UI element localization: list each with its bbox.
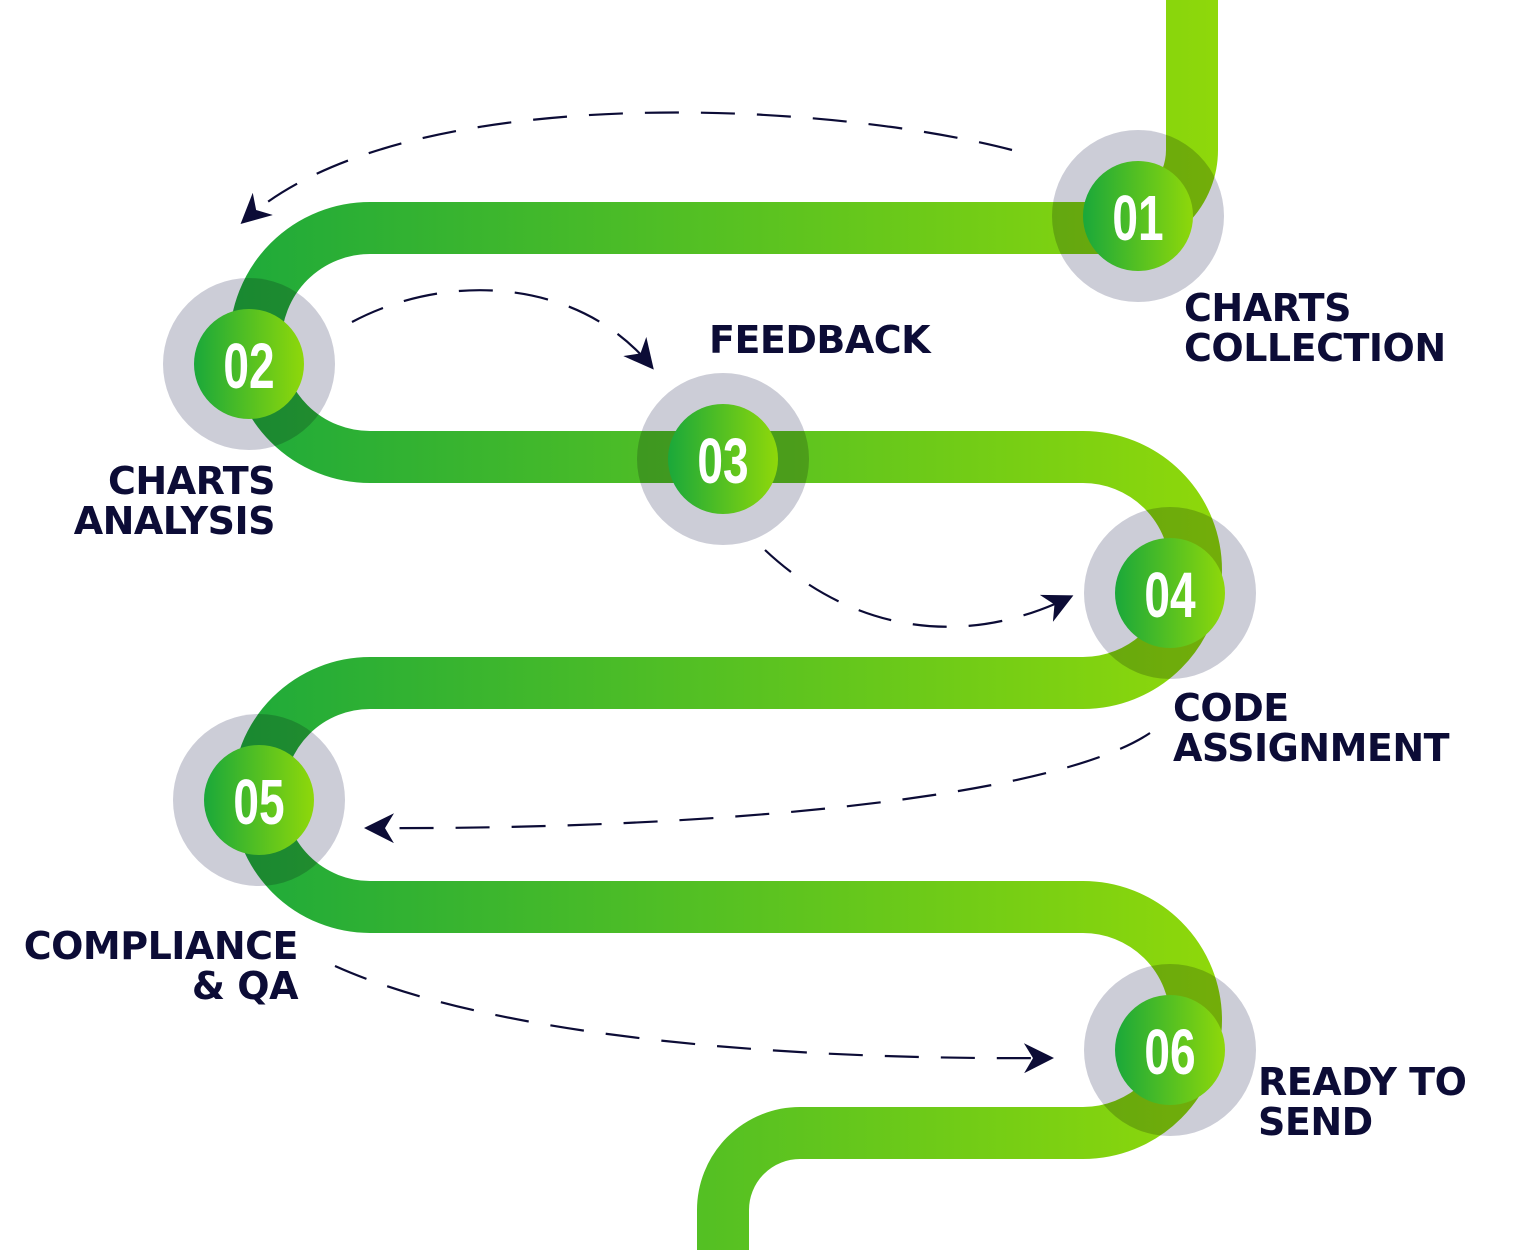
label-line: FEEDBACK xyxy=(709,318,931,362)
svg-text:05: 05 xyxy=(233,767,284,838)
label-line: & QA xyxy=(191,964,299,1008)
label-line: CODE xyxy=(1173,686,1289,730)
label-line: CHARTS xyxy=(108,459,275,503)
arrow-01-02 xyxy=(240,111,1013,225)
label-line: COLLECTION xyxy=(1184,326,1446,370)
svg-text:02: 02 xyxy=(223,331,274,402)
arrow-05-06 xyxy=(334,964,1054,1074)
svg-text:04: 04 xyxy=(1144,560,1195,631)
label-line: CHARTS xyxy=(1184,286,1351,330)
label-line: READY TO xyxy=(1258,1060,1467,1104)
label-line: ASSIGNMENT xyxy=(1173,726,1450,770)
arrow-03-04 xyxy=(764,549,1074,628)
step-circle-03: 03 xyxy=(637,373,809,545)
step-label-05: COMPLIANCE& QA xyxy=(23,924,299,1008)
label-line: ANALYSIS xyxy=(73,499,276,543)
arrow-02-03 xyxy=(351,289,654,370)
winding-path xyxy=(229,0,1222,1250)
arrow-04-05 xyxy=(364,732,1151,844)
step-circle-05: 05 xyxy=(173,714,345,886)
label-line: SEND xyxy=(1258,1100,1373,1144)
label-line: COMPLIANCE xyxy=(23,924,299,968)
svg-text:03: 03 xyxy=(697,426,748,497)
step-circle-01: 01 xyxy=(1052,130,1224,302)
step-circle-04: 04 xyxy=(1084,507,1256,679)
step-circle-02: 02 xyxy=(163,278,335,450)
svg-text:06: 06 xyxy=(1144,1017,1195,1088)
step-label-03: FEEDBACK xyxy=(709,318,931,362)
step-circle-06: 06 xyxy=(1084,964,1256,1136)
svg-text:01: 01 xyxy=(1112,183,1163,254)
